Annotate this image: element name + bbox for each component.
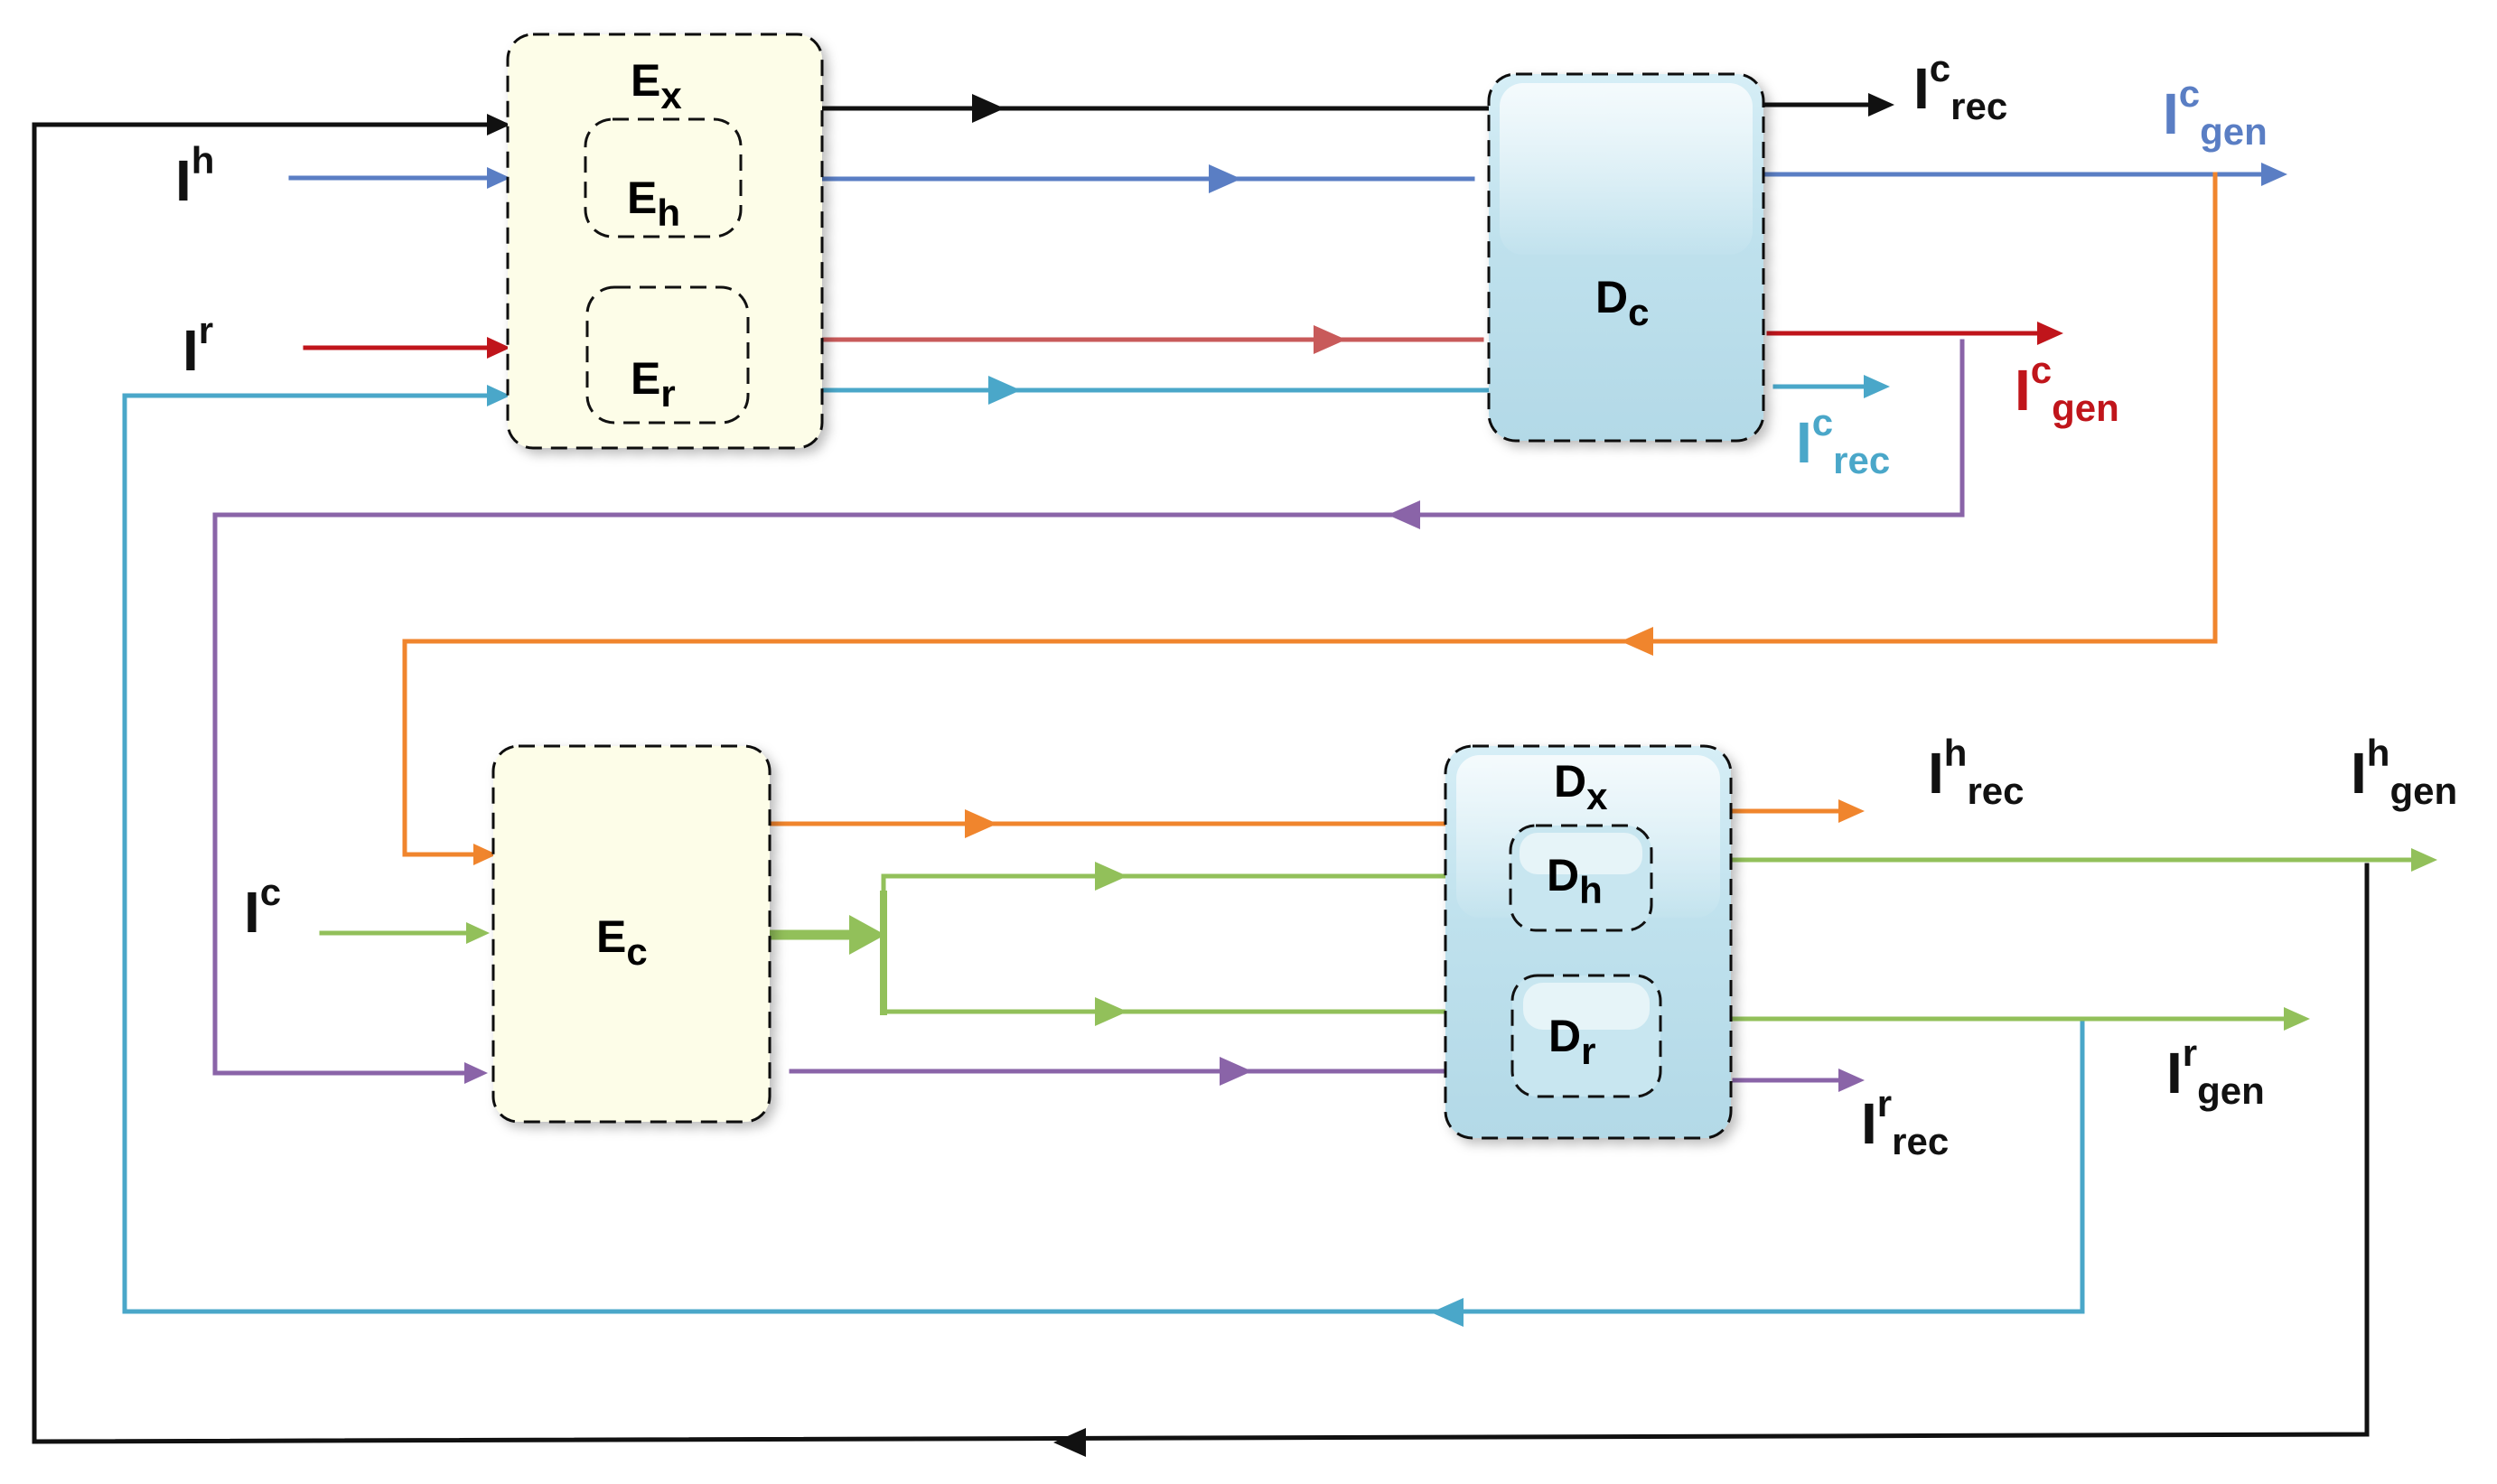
decoder-dh-label: Dh	[1547, 850, 1603, 911]
encoder-ex-label: Ex	[631, 55, 682, 117]
arrowhead-red-to-ex	[487, 337, 510, 359]
decoder-dr: Dr	[1510, 974, 1662, 1098]
arrowhead-blue-mid	[1209, 164, 1241, 193]
line-cyan-feedback	[122, 393, 2085, 1314]
arrowhead-black-mid	[972, 94, 1005, 123]
arrowhead-green-bot	[1095, 997, 1127, 1026]
arrowhead-green-to-ec	[466, 922, 490, 944]
arrowhead-green-hgen	[2411, 848, 2437, 872]
arrowhead-orange-feedback	[1621, 627, 1653, 656]
decoder-dx-label: Dx	[1554, 756, 1608, 817]
decoder-dh: Dh	[1509, 824, 1653, 932]
arrowhead-cyan-mid	[988, 376, 1021, 405]
arrowhead-black-feedback	[1053, 1428, 1086, 1457]
arrowhead-blue-to-ex	[487, 167, 510, 189]
arrowhead-red-cgen	[2037, 322, 2063, 345]
arrowhead-purple-rrec	[1838, 1069, 1865, 1092]
label-ic-gen-blue: Icgen	[2163, 72, 2268, 153]
line-purple-feedback	[212, 339, 1965, 1076]
encoder-er-label: Er	[631, 353, 676, 415]
label-ir-rec: Irrec	[1861, 1082, 1949, 1162]
arrowhead-orange-hrec	[1838, 799, 1865, 823]
encoder-ec: Ec	[491, 744, 772, 1124]
label-ic-rec-cyan: Icrec	[1796, 401, 1890, 481]
label-ih-gen: Ihgen	[2351, 732, 2457, 812]
arrowhead-green-rgen	[2284, 1007, 2310, 1031]
decoder-dc: Dc	[1487, 72, 1765, 443]
arrowhead-cyan-crec	[1864, 375, 1890, 398]
arrowhead-orange-mid	[965, 809, 997, 838]
label-ih: Ih	[175, 139, 214, 213]
encoder-ec-label: Ec	[596, 911, 648, 973]
label-ic-rec-top: Icrec	[1913, 47, 2007, 127]
decoder-dc-label: Dc	[1595, 272, 1649, 333]
decoder-dr-label: Dr	[1548, 1011, 1595, 1072]
arrowhead-green-split	[849, 915, 885, 955]
arrowhead-cyan-to-ex	[487, 385, 510, 406]
arrowhead-purple-mid	[1220, 1057, 1252, 1086]
line-orange-feedback	[402, 172, 2218, 857]
arrowhead-black-crec	[1868, 93, 1894, 117]
label-ic-gen-red: Icgen	[2015, 349, 2119, 429]
label-ih-rec: Ihrec	[1928, 732, 2025, 812]
arrowhead-blue-cgen	[2261, 163, 2287, 186]
arrowhead-green-top	[1095, 862, 1127, 891]
label-ir: Ir	[182, 309, 213, 383]
arrowhead-purple-feedback	[1388, 500, 1420, 529]
label-ic: Ic	[244, 871, 281, 945]
arrowhead-black-to-ex	[487, 114, 510, 135]
label-ir-gen: Irgen	[2166, 1031, 2265, 1112]
encoder-er: Er	[585, 285, 750, 425]
encoder-eh: Eh	[584, 117, 743, 238]
arrowhead-cyan-feedback	[1431, 1298, 1464, 1327]
line-black-feedback	[32, 122, 2370, 1444]
arrowhead-purple-to-ec	[464, 1062, 488, 1084]
arrowhead-orange-to-ec	[473, 844, 497, 865]
arrowhead-red-mid	[1314, 325, 1346, 354]
encoder-eh-label: Eh	[627, 173, 680, 234]
